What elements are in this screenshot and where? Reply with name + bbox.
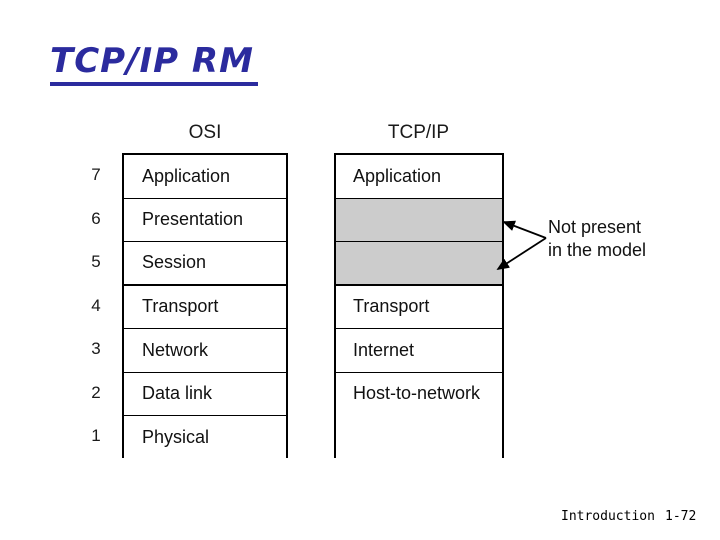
osi-layer-transport: Transport bbox=[124, 285, 286, 329]
osi-model-stack: Application Presentation Session Transpo… bbox=[122, 153, 288, 460]
page-title: TCP/IP RM bbox=[50, 41, 254, 81]
layer-number: 7 bbox=[91, 165, 101, 184]
tcpip-column-header: TCP/IP bbox=[387, 122, 450, 143]
osi-column-header: OSI bbox=[188, 122, 222, 143]
tcpip-model-stack: Application Transport Internet Host-to-n… bbox=[334, 153, 504, 460]
osi-layer-application: Application bbox=[124, 155, 286, 199]
footer-label: Introduction bbox=[561, 509, 655, 524]
tcpip-layer-missing-presentation bbox=[336, 198, 502, 242]
layer-number: 5 bbox=[91, 252, 101, 271]
layer-number: 6 bbox=[91, 208, 101, 228]
annotation-line-1: Not present bbox=[548, 217, 642, 237]
layer-number: 2 bbox=[91, 382, 101, 402]
layer-number: 3 bbox=[91, 339, 101, 358]
title-underline bbox=[50, 82, 258, 86]
osi-layer-session: Session bbox=[124, 242, 286, 286]
tcpip-layer-missing-session bbox=[336, 242, 502, 286]
osi-layer-data-link: Data link bbox=[124, 372, 286, 416]
osi-layer-number-column: 7 6 5 4 3 2 1 bbox=[78, 153, 114, 458]
layer-number: 4 bbox=[91, 295, 101, 315]
annotation-arrows-icon bbox=[496, 220, 547, 270]
annotation-line-2: in the model bbox=[548, 240, 647, 260]
tcpip-layer-internet: Internet bbox=[336, 329, 502, 373]
osi-layer-network: Network bbox=[124, 329, 286, 373]
tcpip-layer-application: Application bbox=[336, 155, 502, 199]
tcpip-layer-transport: Transport bbox=[336, 285, 502, 329]
tcpip-layer-host-to-network: Host-to-network bbox=[336, 372, 502, 460]
osi-layer-presentation: Presentation bbox=[124, 198, 286, 242]
annotation-not-present: Not present in the model bbox=[548, 216, 646, 262]
layer-number: 1 bbox=[91, 426, 101, 445]
osi-layer-physical: Physical bbox=[124, 416, 286, 460]
footer-page-number: 1-72 bbox=[665, 509, 697, 524]
